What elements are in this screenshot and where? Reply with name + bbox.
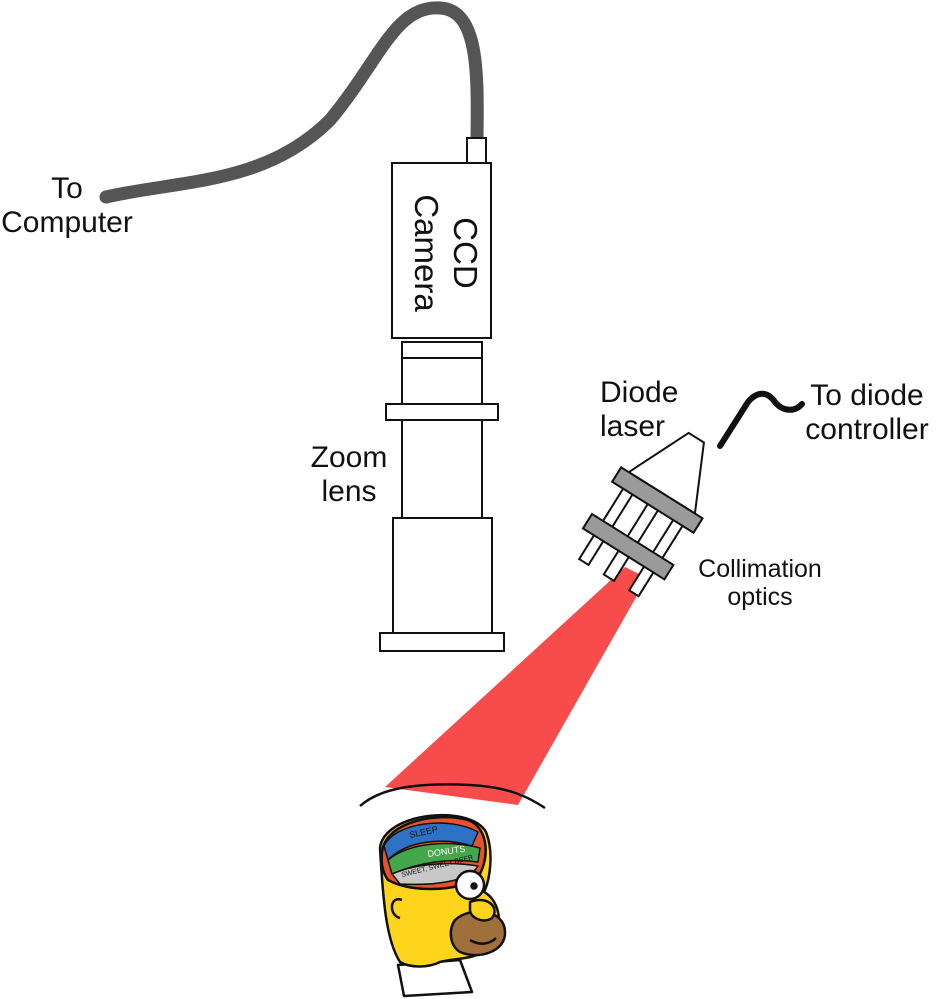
eye-pupil (470, 882, 478, 890)
computer-cable (99, 1, 484, 204)
ccd-camera-line-1: CCD (446, 217, 484, 289)
to-diode-controller-label: To diode controller (798, 379, 936, 446)
collimation-optics (577, 431, 705, 598)
camera-connector (466, 137, 487, 164)
to-diode-controller-line-2: controller (805, 412, 929, 446)
diode-laser-line-2: laser (600, 409, 666, 443)
collimation-optics-line-2: optics (727, 583, 793, 611)
zoom-lens-label: Zoom lens (302, 441, 396, 508)
collimation-optics-line-1: Collimation (698, 555, 822, 583)
zoom-lens (379, 341, 505, 652)
diode-fiber (717, 390, 805, 449)
smile (469, 937, 497, 945)
zoom-lens-line-2: lens (321, 474, 377, 508)
diode-laser-line-1: Diode (600, 376, 679, 409)
collimation-optics-label: Collimation optics (682, 555, 838, 611)
laser-beam (385, 567, 647, 805)
brain-sleep (383, 822, 479, 861)
eye-white (454, 869, 486, 901)
collimator-band-top (610, 466, 704, 535)
lens-barrel-middle (401, 419, 483, 519)
lens-barrel-upper (401, 357, 483, 405)
cartoon-head: SLEEP DONUTS SWEET, SWEET BEER (378, 813, 507, 998)
ccd-camera-line-2: Camera (408, 194, 445, 312)
lens-flange (385, 403, 499, 421)
nose (468, 898, 496, 922)
surface-outline (359, 783, 546, 810)
lens-ring-top (401, 341, 483, 359)
ear (390, 897, 403, 920)
to-computer-label: To Computer (0, 172, 134, 239)
collimator-band-bottom (581, 512, 675, 581)
to-computer-line-2: Computer (1, 205, 133, 239)
lens-base (379, 632, 505, 652)
to-computer-line-1: To (51, 172, 83, 205)
ccd-camera-label: CCD Camera (395, 178, 495, 328)
lens-barrel-lower (392, 517, 493, 634)
diode-laser-label: Diode laser (600, 376, 710, 443)
zoom-lens-line-1: Zoom (310, 441, 388, 474)
ccd-camera-body (391, 162, 492, 339)
to-diode-controller-line-1: To diode (810, 379, 924, 412)
